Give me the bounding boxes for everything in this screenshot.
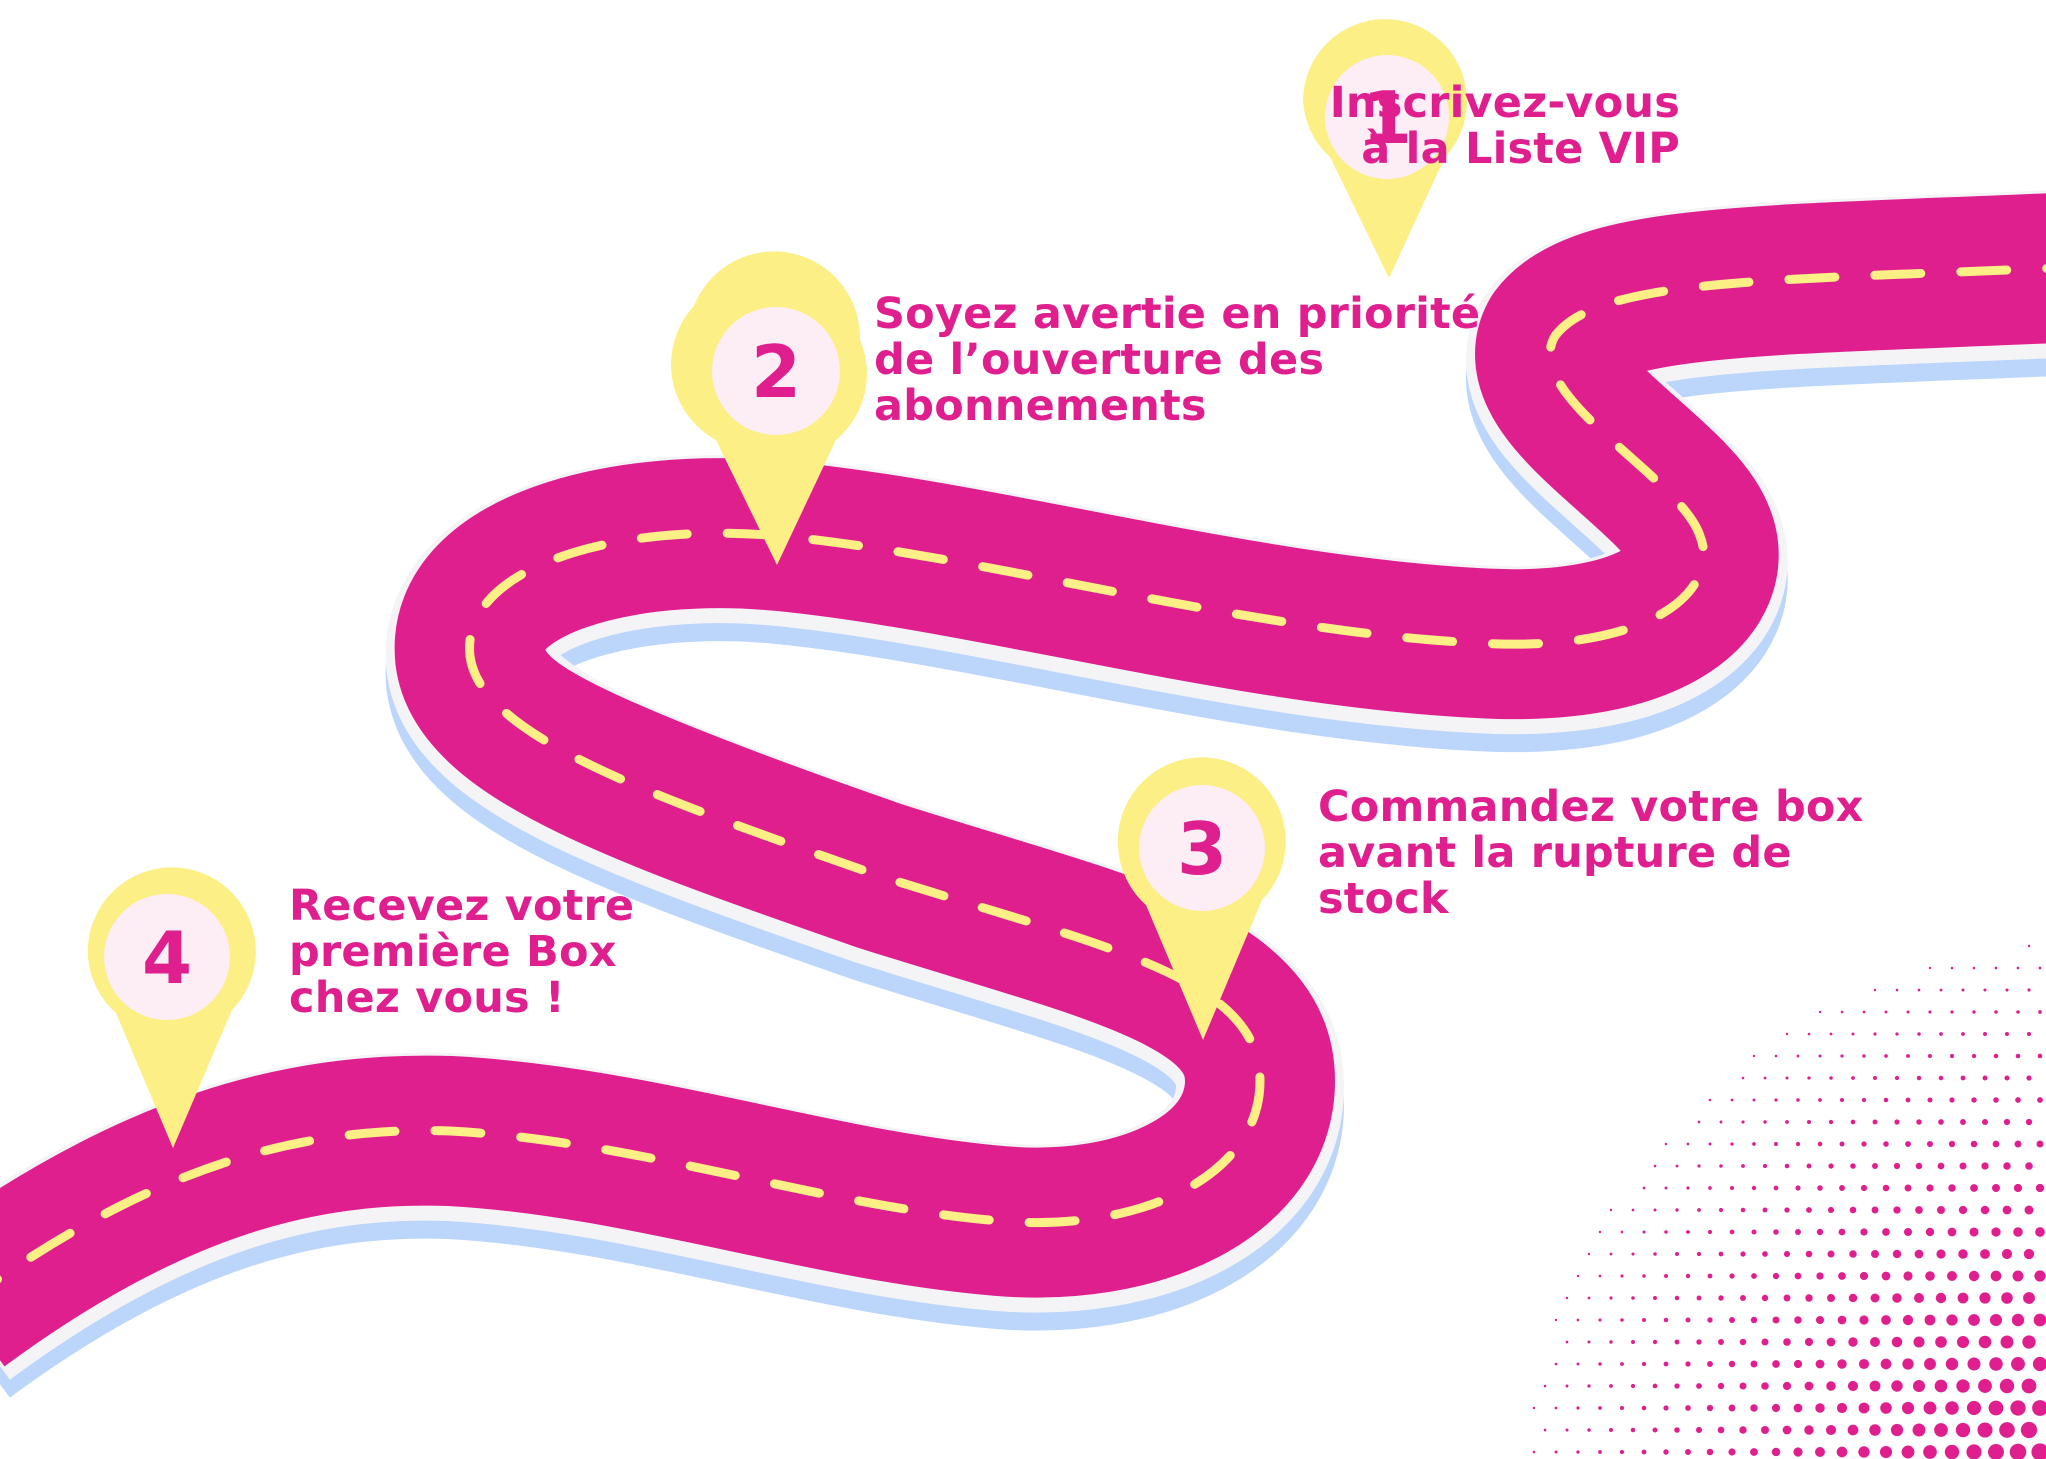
pin-3: 3: [1117, 757, 1286, 1040]
step-4-line-3: chez vous !: [289, 973, 565, 1023]
step-2-line-2: de l’ouverture des: [874, 335, 1325, 385]
pin-2: 2: [671, 251, 867, 565]
step-2-line-1: Soyez avertie en priorité: [874, 289, 1481, 339]
step-3-number: 3: [1177, 807, 1227, 891]
map-pin-icon: [1117, 757, 1286, 1040]
step-1-line-2: à la Liste VIP: [1361, 124, 1680, 174]
map-pin-icon: [87, 867, 256, 1148]
step-3-line-1: Commandez votre box: [1318, 782, 1864, 832]
step-1-line-1: Inscrivez-vous: [1329, 78, 1680, 128]
step-3-line-3: stock: [1318, 874, 1449, 924]
pin-4: 4: [87, 867, 256, 1148]
step-2-number: 2: [751, 330, 801, 414]
step-1-label: Inscrivez-vous à la Liste VIP: [1330, 80, 1680, 172]
step-4-line-2: première Box: [289, 927, 617, 977]
road-center-dashes: [0, 263, 2046, 1284]
pin-1: 1: [1303, 19, 1467, 278]
road: [0, 190, 2046, 1398]
step-4-line-1: Recevez votre: [289, 881, 635, 931]
step-2-label: Soyez avertie en priorité de l’ouverture…: [874, 291, 1480, 429]
step-1-number: 1: [1362, 76, 1412, 160]
step-4-label: Recevez votre première Box chez vous !: [289, 883, 634, 1021]
step-3-label: Commandez votre box avant la rupture de …: [1318, 784, 1864, 922]
step-2-line-3: abonnements: [874, 381, 1207, 431]
step-4-number: 4: [142, 916, 192, 1000]
map-pin-icon: [671, 251, 867, 565]
step-3-line-2: avant la rupture de: [1318, 828, 1792, 878]
halftone-dots-decoration: [1532, 944, 2046, 1459]
map-pin-icon: [1303, 19, 1467, 278]
